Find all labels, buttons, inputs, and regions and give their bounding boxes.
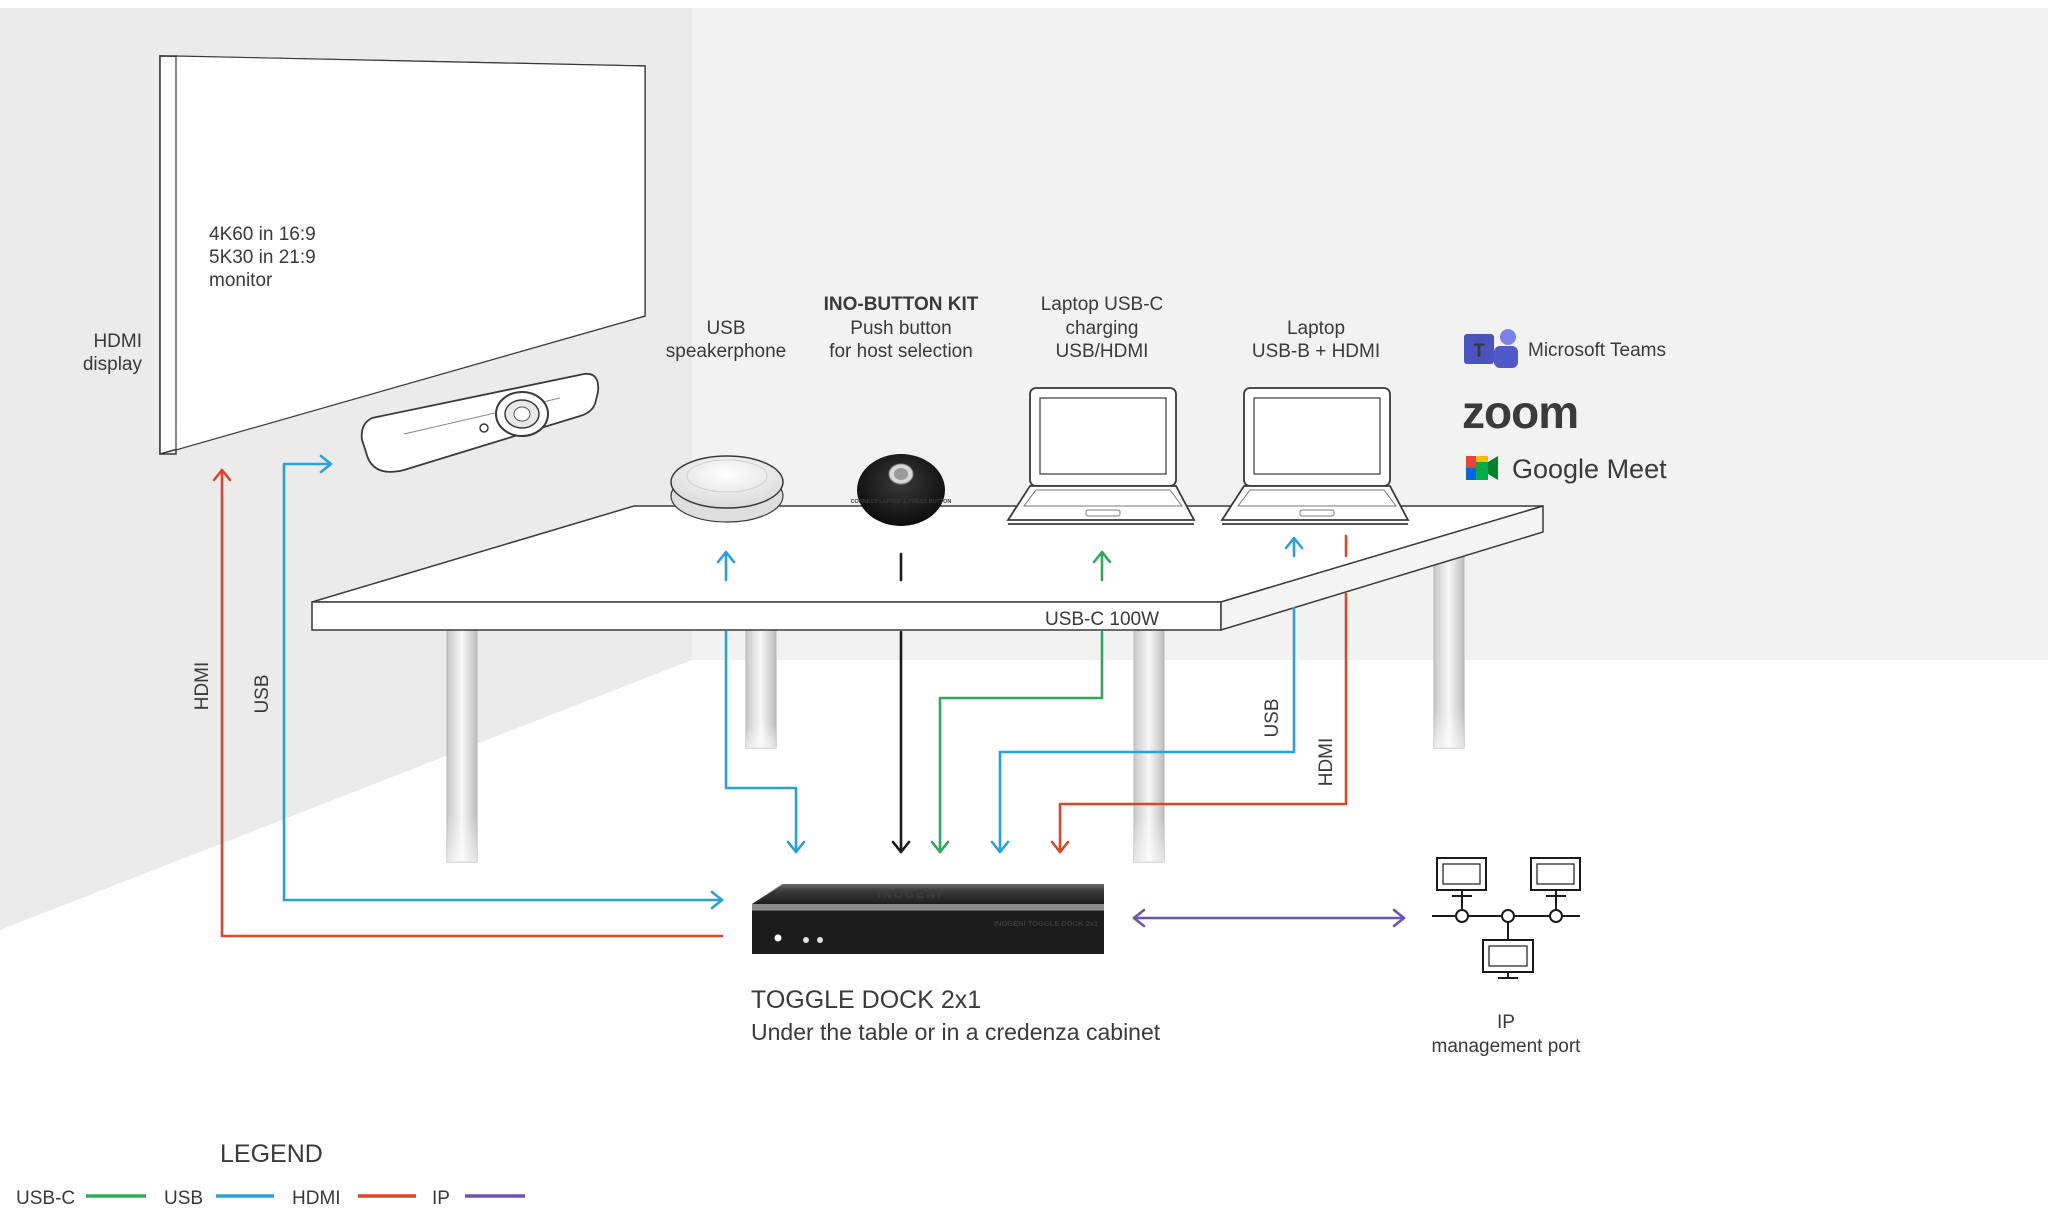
legend: LEGEND USB-C USB HDMI IP: [16, 1140, 525, 1209]
usb-arrow-laptop2-up: [1284, 536, 1304, 558]
connections: [212, 454, 1406, 938]
hdmi-line-display: [220, 468, 724, 938]
dock-model-label: INOGENI TOGGLE DOCK 2x1: [994, 919, 1098, 928]
button-kit-title: INO-BUTTON KIT: [824, 294, 979, 315]
usb-line-laptop2: [998, 606, 1296, 854]
ip-arrow-left: [1132, 908, 1146, 928]
conferencing-apps: T Microsoft Teams zoom Google Meet: [1462, 329, 1667, 484]
hdmi-line-laptop2: [1058, 592, 1348, 854]
usbc-line-laptop: [938, 630, 1104, 854]
hdmi-display-label-line2: display: [83, 354, 143, 375]
usbc-power-label: USB-C 100W: [1045, 609, 1159, 630]
legend-label-ip: IP: [432, 1188, 450, 1209]
speakerphone-label-line1: USB: [706, 318, 745, 339]
speakerphone-icon: [670, 455, 784, 523]
ip-arrow-right: [1392, 908, 1406, 928]
legend-title: LEGEND: [220, 1140, 323, 1168]
vertical-hdmi-left-label: HDMI: [192, 662, 213, 711]
usbc-arrow-laptop-up: [1092, 550, 1112, 582]
table-legs: [446, 551, 1465, 863]
meet-label: Google Meet: [1512, 454, 1667, 484]
table: [311, 504, 1544, 632]
zoom-logo: zoom: [1462, 386, 1578, 438]
ip-label-line2: management port: [1432, 1036, 1582, 1057]
hdmi-display-label-line1: HDMI: [93, 331, 142, 352]
button-kit-line3: for host selection: [829, 341, 973, 362]
laptop-usbb-hdmi-icon: [1220, 387, 1410, 525]
dock-title: TOGGLE DOCK 2x1: [751, 986, 981, 1014]
microsoft-teams-icon: T: [1464, 329, 1518, 368]
labels: 4K60 in 16:9 5K30 in 21:9 monitor HDMI d…: [83, 224, 1581, 1057]
legend-items: USB-C USB HDMI IP: [16, 1188, 525, 1209]
vertical-usb-right-label: USB: [1262, 698, 1283, 737]
push-button-icon: CONNECT LAPTOP & PRESS BUTTON: [851, 454, 952, 526]
network-icon: [1432, 857, 1581, 979]
usb-arrow-speakerphone-down: [786, 840, 806, 854]
monitor-spec-line1: 4K60 in 16:9: [209, 224, 316, 245]
camera-bar-icon: [360, 372, 600, 473]
button-arrow-down: [891, 840, 911, 854]
laptop1-label-line3: USB/HDMI: [1056, 341, 1149, 362]
usbc-arrow-dock: [930, 840, 950, 854]
hdmi-arrow-laptop2-dock: [1050, 840, 1070, 854]
laptop-usbc-icon: [1006, 387, 1196, 525]
laptop1-label-line1: Laptop USB-C: [1041, 294, 1164, 315]
legend-label-hdmi: HDMI: [292, 1188, 341, 1209]
hdmi-arrow-display: [212, 468, 232, 482]
vertical-hdmi-right-label: HDMI: [1316, 738, 1337, 787]
vertical-usb-left-label: USB: [252, 674, 273, 713]
monitor-spec-line2: 5K30 in 21:9: [209, 247, 316, 268]
usb-arrow-speakerphone-up: [716, 550, 736, 582]
teams-label: Microsoft Teams: [1528, 340, 1666, 361]
laptop2-label-line2: USB-B + HDMI: [1252, 341, 1380, 362]
dock-brand-label: INOGENI: [878, 887, 943, 901]
google-meet-icon: [1466, 456, 1498, 480]
usb-arrow-camera: [319, 454, 333, 474]
monitor: [159, 55, 646, 455]
ip-label-line1: IP: [1497, 1012, 1515, 1033]
toggle-dock-device: INOGENI INOGENI TOGGLE DOCK 2x1: [752, 884, 1104, 954]
button-face-label: CONNECT LAPTOP & PRESS BUTTON: [851, 499, 952, 505]
usb-arrow-dock: [710, 890, 724, 910]
laptop2-label-line1: Laptop: [1287, 318, 1345, 339]
laptop1-label-line2: charging: [1066, 318, 1139, 339]
monitor-spec-line3: monitor: [209, 270, 273, 291]
legend-label-usb-c: USB-C: [16, 1188, 75, 1209]
dock-subtitle: Under the table or in a credenza cabinet: [751, 1019, 1161, 1045]
button-kit-line2: Push button: [850, 318, 951, 339]
svg-text:T: T: [1473, 341, 1485, 362]
legend-label-usb: USB: [164, 1188, 203, 1209]
usb-line-camera: [282, 462, 332, 902]
usb-line-speakerphone: [724, 630, 798, 854]
speakerphone-label-line2: speakerphone: [666, 341, 786, 362]
usb-arrow-laptop2-dock: [990, 840, 1010, 854]
room-background: [0, 8, 2048, 1212]
